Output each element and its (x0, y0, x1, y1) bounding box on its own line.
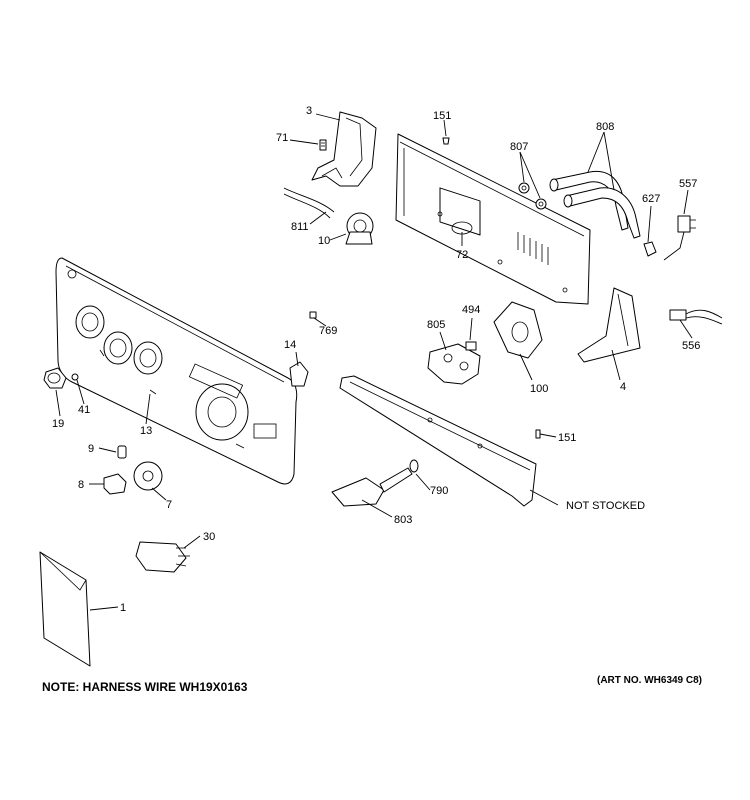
label-4: 4 (620, 381, 626, 393)
part-4-endcap (577, 287, 641, 363)
label-100: 100 (530, 383, 548, 395)
part-494-clip (465, 341, 477, 351)
label-10: 10 (318, 235, 330, 247)
panel-vents (517, 232, 549, 265)
part-72-panel (395, 133, 591, 305)
label-30: 30 (203, 531, 215, 543)
label-9: 9 (88, 443, 94, 455)
part-803-shaft (331, 467, 413, 507)
part-805-valve (427, 343, 481, 385)
art-number: (ART NO. WH6349 C8) (597, 675, 703, 686)
label-71: 71 (276, 132, 288, 144)
part-8-knob (103, 473, 127, 495)
label-557: 557 (679, 178, 697, 190)
part-41-clip (71, 373, 79, 381)
part-9-spring (117, 445, 127, 459)
label-8: 8 (78, 479, 84, 491)
label-807: 807 (510, 141, 528, 153)
label-790: 790 (430, 485, 448, 497)
label-1: 1 (120, 602, 126, 614)
leader-lines (55, 113, 693, 611)
part-556-harness (669, 309, 723, 325)
part-807-grommets (518, 182, 547, 210)
label-151-top: 151 (433, 110, 451, 122)
label-627: 627 (642, 193, 660, 205)
part-3-bracket (311, 111, 377, 187)
label-7: 7 (166, 499, 172, 511)
label-803: 803 (394, 514, 412, 526)
label-14: 14 (284, 339, 296, 351)
label-13: 13 (140, 425, 152, 437)
label-494: 494 (462, 304, 480, 316)
label-41: 41 (78, 404, 90, 416)
label-19: 19 (52, 418, 64, 430)
label-not-stocked: NOT STOCKED (566, 500, 645, 512)
label-805: 805 (427, 319, 445, 331)
part-808-hoses (549, 170, 641, 239)
part-151-screw-lower (535, 429, 541, 439)
part-13-control-panel (55, 257, 298, 485)
part-557-cord (663, 215, 696, 261)
label-151-lower: 151 (558, 432, 576, 444)
label-769: 769 (319, 325, 337, 337)
part-151-screw-top (442, 137, 450, 145)
part-769-screw (309, 311, 317, 319)
callout-labels: 3 71 151 807 808 627 557 811 10 72 4 556… (52, 105, 700, 614)
label-72: 72 (456, 249, 468, 261)
part-790-grommet (409, 459, 419, 473)
part-19-knob (43, 367, 67, 389)
label-556: 556 (682, 340, 700, 352)
part-10-switch (345, 212, 374, 245)
part-1-envelope (39, 551, 91, 667)
part-30-capacitor (135, 541, 190, 573)
part-811-hose (283, 187, 335, 219)
label-808: 808 (596, 121, 614, 133)
rail-not-stocked (339, 375, 537, 507)
part-71-screw (319, 139, 327, 151)
part-7-knob (133, 461, 163, 491)
harness-note: NOTE: HARNESS WIRE WH19X0163 (42, 680, 248, 694)
label-3: 3 (306, 105, 312, 117)
label-811: 811 (291, 221, 309, 233)
part-14-switch (289, 361, 309, 387)
part-627-clip (643, 241, 657, 257)
part-100-dispenser (493, 301, 543, 359)
